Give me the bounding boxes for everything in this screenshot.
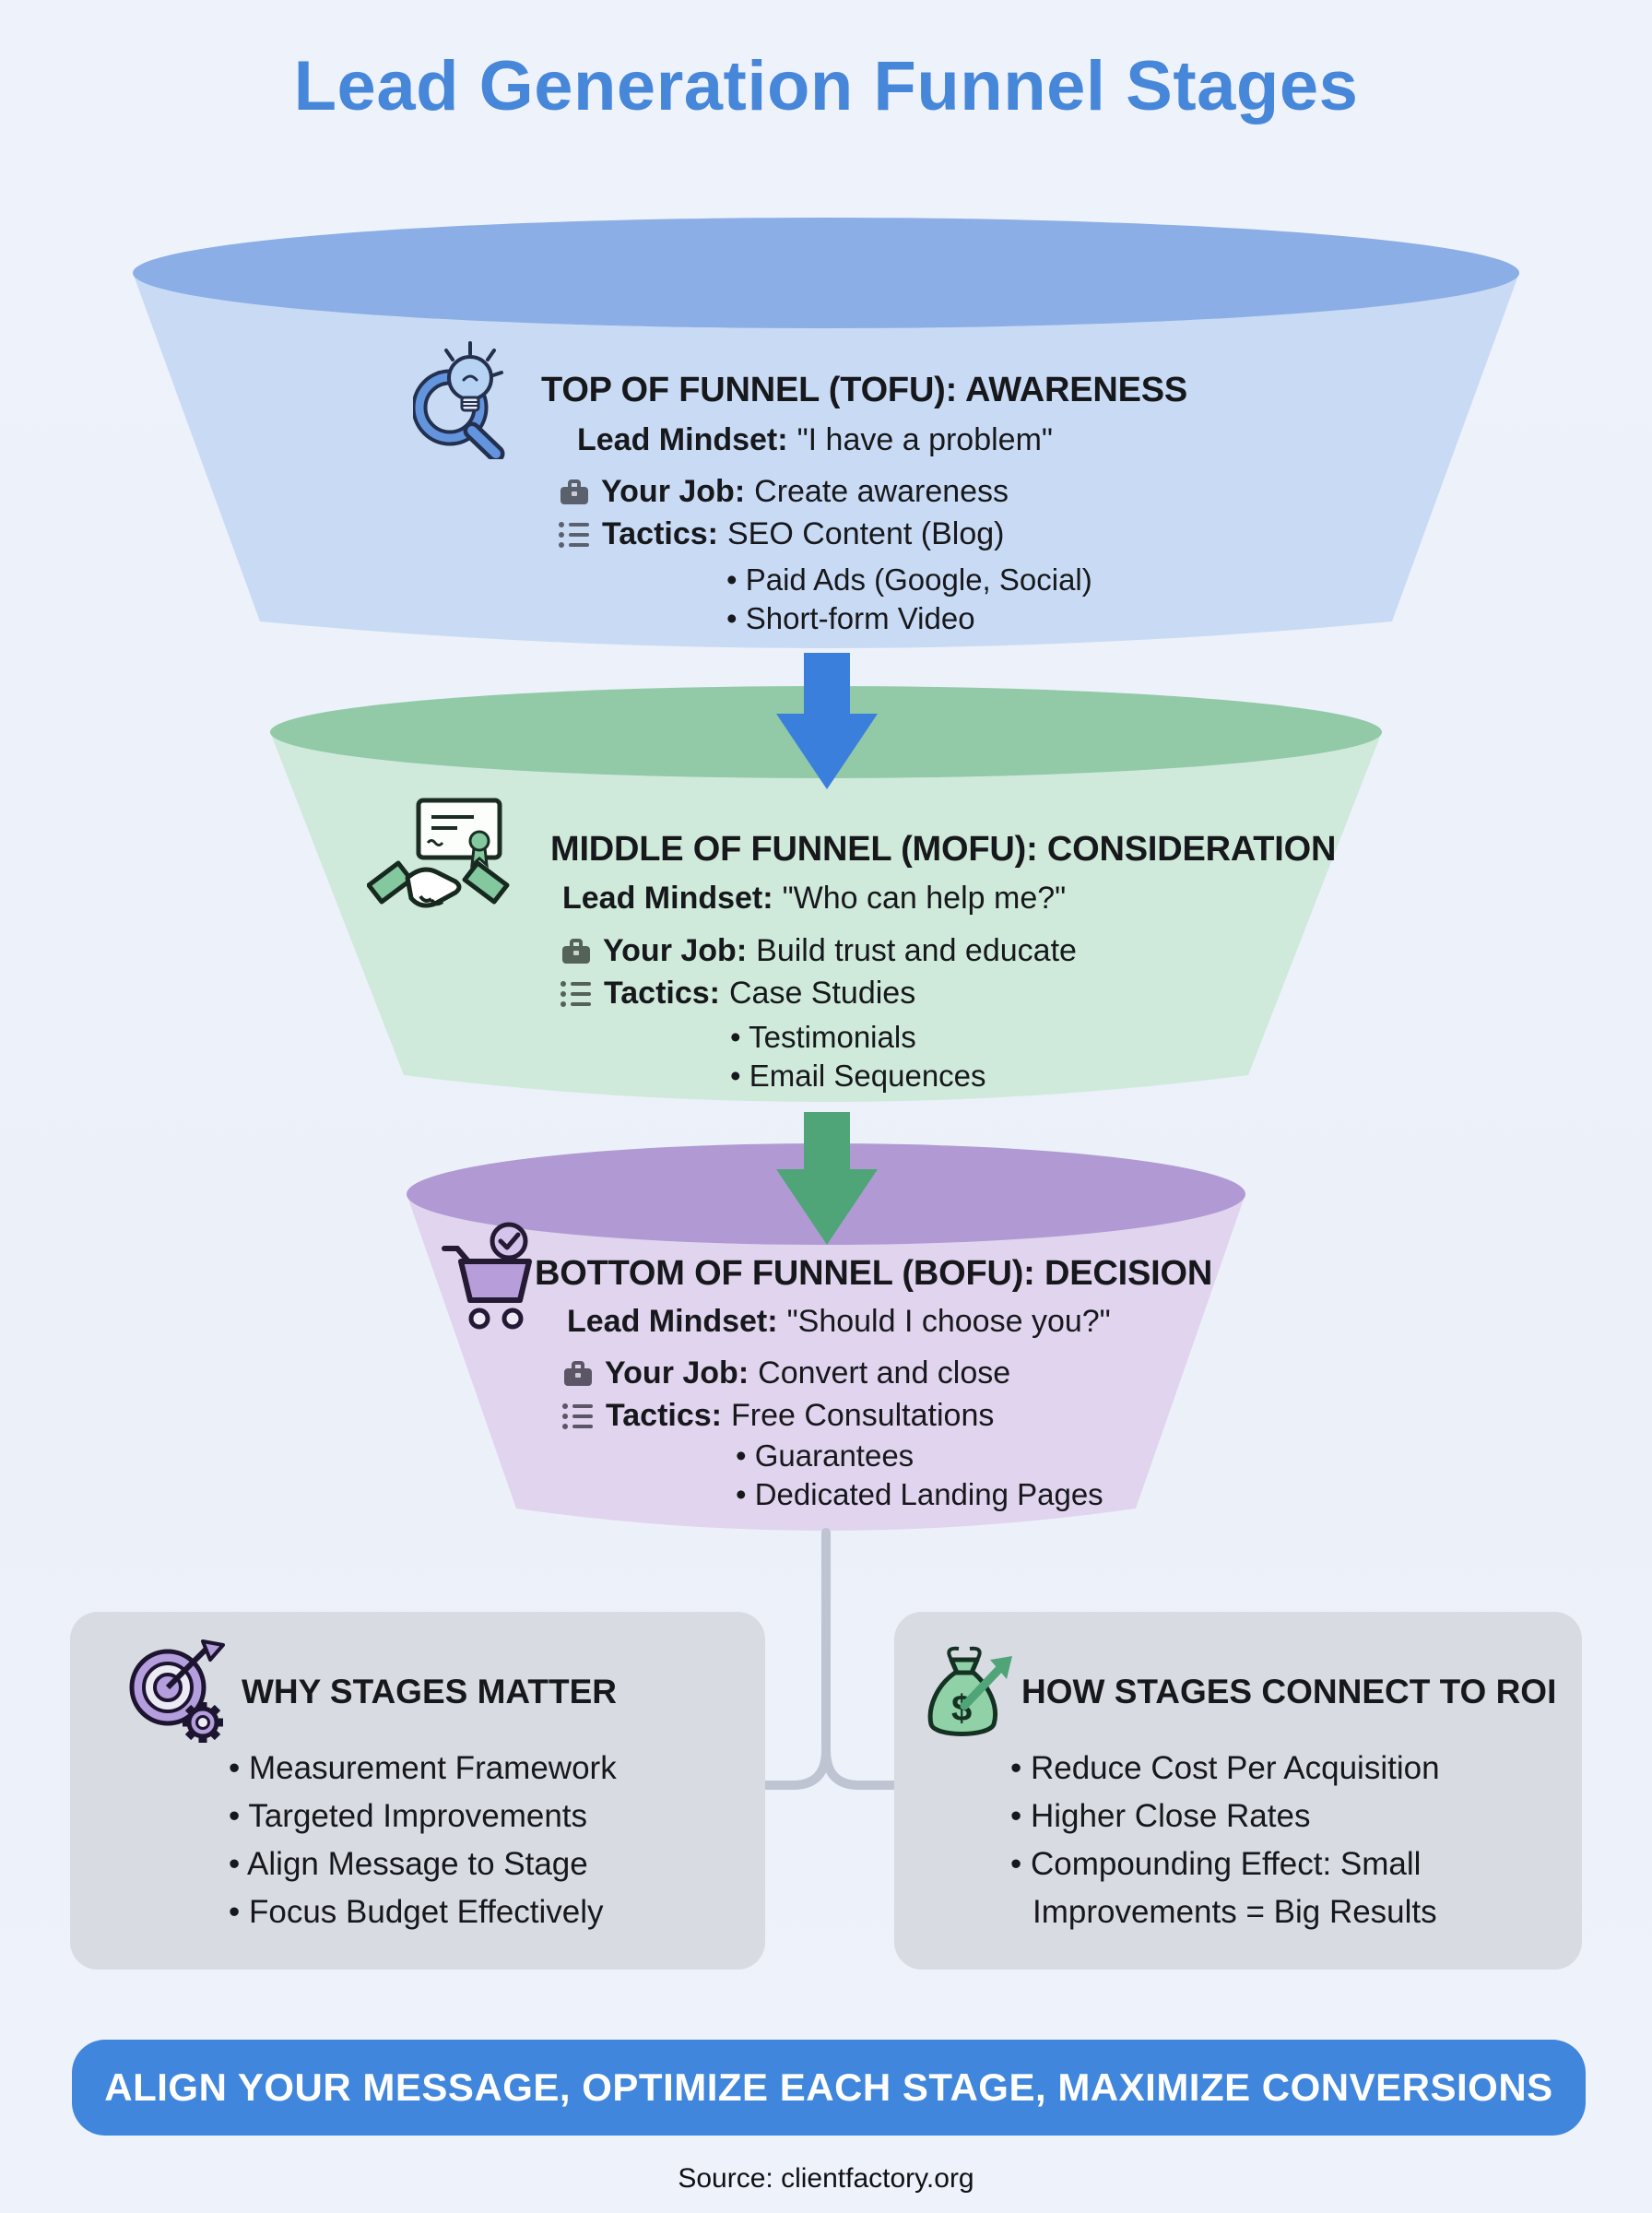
list-item: • Measurement Framework (229, 1750, 617, 1786)
list-item: • Dedicated Landing Pages (736, 1477, 1103, 1511)
list-item: • Paid Ads (Google, Social) (726, 562, 1092, 597)
list-item: • Short-form Video (726, 601, 975, 635)
list-item: • Testimonials (730, 1020, 916, 1054)
tactics-text: SEO Content (Blog) (726, 516, 1005, 551)
list-item: • Guarantees (736, 1438, 914, 1473)
briefcase-icon (564, 1360, 592, 1386)
job-text: Create awareness (754, 474, 1009, 509)
job-label: Your Job: (603, 933, 748, 968)
stage-title: BOTTOM OF FUNNEL (BOFU): DECISION (535, 1254, 1213, 1293)
mindset-text: "Should I choose you?" (786, 1304, 1111, 1339)
arrow-down-mofu-to-bofu-icon (776, 1112, 878, 1245)
list-icon (560, 980, 591, 1007)
list-icon (559, 521, 589, 548)
stage-mindset: Lead Mindset:"I have a problem" (577, 422, 1053, 458)
cart-check-icon (439, 1221, 548, 1343)
banner-text: ALIGN YOUR MESSAGE, OPTIMIZE EACH STAGE,… (104, 2065, 1553, 2109)
box-bullet-list: • Measurement Framework • Targeted Impro… (229, 1745, 617, 1936)
job-label: Your Job: (601, 474, 746, 509)
list-item: • Compounding Effect: Small (1010, 1846, 1422, 1882)
list-item-continuation: Improvements = Big Results (1032, 1894, 1437, 1930)
bofu-funnel-body (407, 1194, 1245, 1531)
list-item: • Focus Budget Effectively (229, 1894, 604, 1930)
list-item: • Align Message to Stage (229, 1846, 588, 1882)
mindset-label: Lead Mindset: (577, 422, 788, 457)
why-stages-matter-box: WHY STAGES MATTER • Measurement Framewor… (70, 1612, 765, 1970)
mindset-text: "I have a problem" (796, 422, 1053, 457)
mofu-funnel-body (270, 732, 1382, 1102)
tofu-funnel-rim (133, 218, 1519, 328)
money-bag-icon: $ (918, 1639, 1021, 1753)
stage-mindset: Lead Mindset:"Should I choose you?" (567, 1304, 1111, 1340)
briefcase-icon (560, 479, 588, 504)
mindset-text: "Who can help me?" (782, 881, 1067, 916)
list-item: • Reduce Cost Per Acquisition (1010, 1750, 1440, 1786)
tactics-label: Tactics: (604, 976, 720, 1011)
tactics-label: Tactics: (606, 1398, 722, 1433)
funnel-to-boxes-connector (759, 1528, 901, 1790)
box-title: WHY STAGES MATTER (242, 1673, 617, 1710)
how-stages-connect-to-roi-box: $ HOW STAGES CONNECT TO ROI • Reduce Cos… (894, 1612, 1582, 1970)
box-title: HOW STAGES CONNECT TO ROI (1021, 1673, 1557, 1710)
stage-tactics-row: Tactics:Case Studies (560, 976, 915, 1012)
stage-title: MIDDLE OF FUNNEL (MOFU): CONSIDERATION (550, 830, 1337, 869)
list-item: • Higher Close Rates (1010, 1798, 1311, 1834)
page-title: Lead Generation Funnel Stages (293, 47, 1359, 125)
stage-tactics-row: Tactics:SEO Content (Blog) (558, 516, 1004, 552)
stage-title: TOP OF FUNNEL (TOFU): AWARENESS (541, 371, 1188, 409)
tactics-text: Case Studies (728, 976, 916, 1011)
stage-job-row: Your Job:Convert and close (562, 1355, 1010, 1391)
certificate-handshake-icon (366, 797, 510, 930)
box-bullet-list: • Reduce Cost Per Acquisition • Higher C… (1010, 1745, 1440, 1936)
mindset-label: Lead Mindset: (567, 1304, 778, 1339)
job-label: Your Job: (605, 1355, 749, 1391)
tactics-label: Tactics: (602, 516, 718, 551)
source-text: Source: clientfactory.org (678, 2163, 974, 2194)
stage-tactics-row: Tactics:Free Consultations (561, 1398, 994, 1434)
stage-job-row: Your Job:Build trust and educate (560, 933, 1077, 969)
tactics-text: Free Consultations (730, 1398, 995, 1433)
target-gear-icon (125, 1639, 229, 1753)
mindset-label: Lead Mindset: (562, 881, 773, 916)
stage-mindset: Lead Mindset: "Who can help me?" (562, 881, 1066, 917)
briefcase-icon (562, 938, 590, 964)
list-icon (562, 1402, 593, 1429)
stage-job-row: Your Job:Create awareness (559, 474, 1009, 510)
job-text: Build trust and educate (756, 933, 1077, 968)
list-item: • Email Sequences (730, 1059, 986, 1093)
job-text: Convert and close (758, 1355, 1011, 1391)
bottom-banner: ALIGN YOUR MESSAGE, OPTIMIZE EACH STAGE,… (72, 2040, 1586, 2136)
search-lightbulb-icon (411, 339, 519, 464)
list-item: • Targeted Improvements (229, 1798, 588, 1834)
arrow-down-tofu-to-mofu-icon (776, 653, 878, 789)
